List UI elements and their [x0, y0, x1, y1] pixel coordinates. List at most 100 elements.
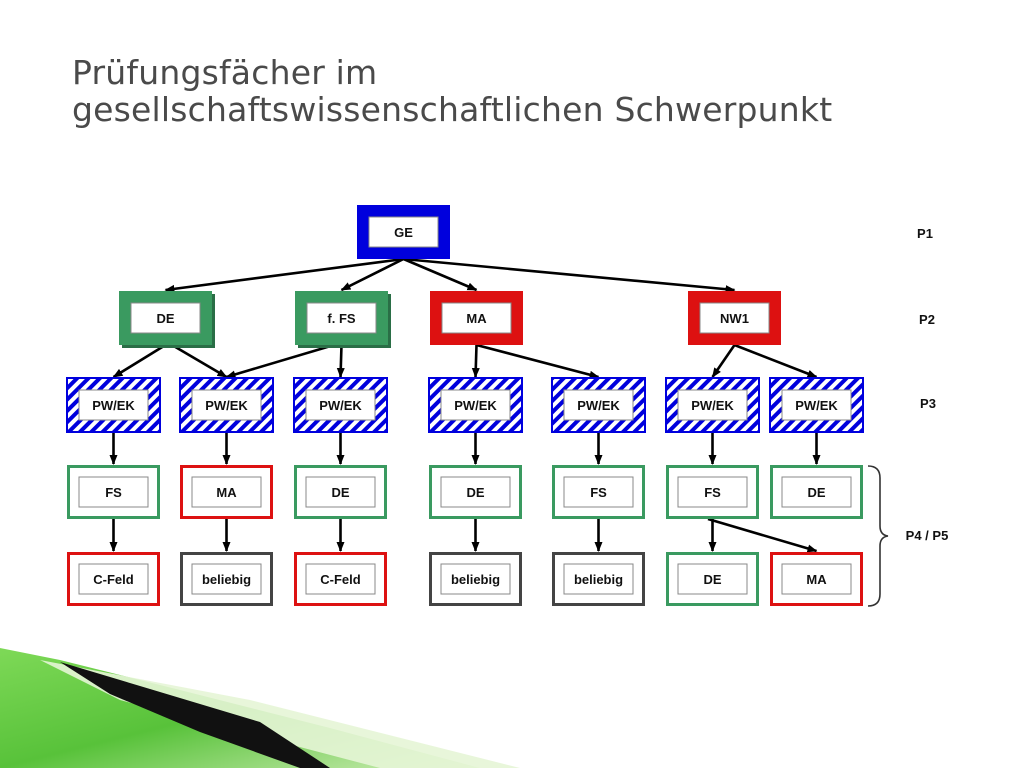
- node-p4g: DE: [770, 465, 863, 519]
- black-stripe-shape: [60, 662, 330, 768]
- node-label-box: [440, 476, 511, 508]
- node-label: PW/EK: [795, 398, 838, 413]
- node-label-box: [191, 476, 262, 508]
- node-p5a: C-Feld: [67, 552, 160, 606]
- node-label-box: [563, 563, 634, 595]
- edge-ma-p3d: [471, 344, 480, 378]
- node-p5b: beliebig: [180, 552, 273, 606]
- node-label-box: [191, 563, 262, 595]
- node-label: PW/EK: [205, 398, 248, 413]
- page-title: Prüfungsfächer im gesellschaftswissensch…: [72, 54, 1012, 128]
- node-label: DE: [466, 485, 484, 500]
- node-label: DE: [156, 311, 174, 326]
- edge-de-p3a: [112, 343, 167, 379]
- node-p5d: beliebig: [429, 552, 522, 606]
- node-label: FS: [704, 485, 721, 500]
- node-label-box: [440, 563, 511, 595]
- edge-nw1-p3g: [734, 343, 818, 379]
- node-label-box: [781, 476, 852, 508]
- node-label: DE: [807, 485, 825, 500]
- node-label-box: [78, 389, 149, 421]
- node-p3a: PW/EK: [66, 377, 161, 433]
- edge-de-p3b: [171, 343, 228, 379]
- node-label-box: [191, 389, 262, 421]
- node-label-box: [305, 476, 376, 508]
- node-label: MA: [466, 311, 487, 326]
- node-label: PW/EK: [454, 398, 497, 413]
- node-label: FS: [590, 485, 607, 500]
- node-label-box: [677, 563, 748, 595]
- node-label: beliebig: [451, 572, 500, 587]
- node-p3e: PW/EK: [551, 377, 646, 433]
- node-label: MA: [216, 485, 237, 500]
- node-label: NW1: [720, 311, 749, 326]
- node-label-box: [130, 302, 201, 334]
- node-label: C-Feld: [320, 572, 361, 587]
- node-p3f: PW/EK: [665, 377, 760, 433]
- node-ffs: f. FS: [295, 291, 391, 348]
- node-label: DE: [703, 572, 721, 587]
- edge-p4f-p5g: [707, 517, 818, 553]
- level-label-2: P2: [919, 312, 935, 327]
- node-label-box: [781, 389, 852, 421]
- node-label: FS: [105, 485, 122, 500]
- node-p5g: MA: [770, 552, 863, 606]
- node-p4d: DE: [429, 465, 522, 519]
- node-p3g: PW/EK: [769, 377, 864, 433]
- node-p5f: DE: [666, 552, 759, 606]
- node-label-box: [563, 476, 634, 508]
- node-label-box: [306, 302, 377, 334]
- node-label: PW/EK: [319, 398, 362, 413]
- node-label: DE: [331, 485, 349, 500]
- title-line-1: Prüfungsfächer im: [72, 53, 378, 92]
- node-p3c: PW/EK: [293, 377, 388, 433]
- pale-wave-shape: [40, 660, 520, 768]
- edge-nw1-p3f: [711, 344, 736, 378]
- node-label-box: [563, 389, 634, 421]
- level-label-4: P4 / P5: [906, 528, 949, 543]
- node-label: beliebig: [574, 572, 623, 587]
- node-p3d: PW/EK: [428, 377, 523, 433]
- node-ge: GE: [357, 205, 450, 259]
- edge-ge-ma: [402, 257, 478, 292]
- node-label-box: [305, 389, 376, 421]
- edge-ma-p3e: [476, 343, 600, 379]
- edge-ffs-p3b: [225, 343, 335, 379]
- node-ma: MA: [430, 291, 523, 345]
- node-label-box: [781, 563, 852, 595]
- node-p4f: FS: [666, 465, 759, 519]
- node-label: MA: [806, 572, 827, 587]
- node-label: PW/EK: [691, 398, 734, 413]
- node-p4e: FS: [552, 465, 645, 519]
- node-label-box: [699, 302, 770, 334]
- edge-ge-de: [164, 257, 404, 293]
- node-p4c: DE: [294, 465, 387, 519]
- node-nw1: NW1: [688, 291, 781, 345]
- node-label-box: [677, 389, 748, 421]
- title-line-2: gesellschaftswissenschaftlichen Schwerpu…: [72, 90, 833, 129]
- node-p3b: PW/EK: [179, 377, 274, 433]
- edges-layer: [109, 257, 821, 553]
- node-de: DE: [119, 291, 215, 348]
- node-label-box: [305, 563, 376, 595]
- node-p5c: C-Feld: [294, 552, 387, 606]
- edge-ge-ffs: [340, 257, 405, 292]
- level-label-1: P1: [917, 226, 933, 241]
- node-label: beliebig: [202, 572, 251, 587]
- edge-ffs-p3c: [336, 344, 345, 378]
- node-label: GE: [394, 225, 413, 240]
- node-label-box: [368, 216, 439, 248]
- curly-brace: [867, 465, 889, 607]
- node-p4a: FS: [67, 465, 160, 519]
- node-label-box: [441, 302, 512, 334]
- node-p5e: beliebig: [552, 552, 645, 606]
- node-label-box: [78, 476, 149, 508]
- node-label-box: [78, 563, 149, 595]
- node-label: f. FS: [327, 311, 355, 326]
- node-p4b: MA: [180, 465, 273, 519]
- edge-ge-nw1: [403, 257, 736, 294]
